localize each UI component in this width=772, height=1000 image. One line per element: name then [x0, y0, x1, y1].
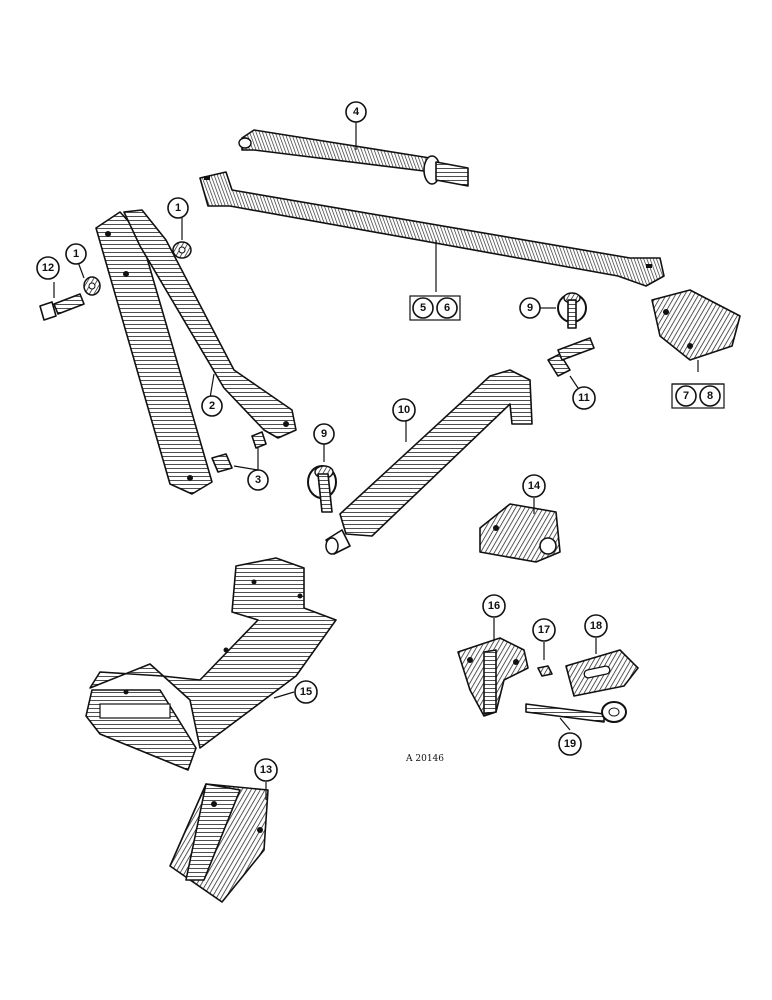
- callout-8: 8: [699, 385, 721, 407]
- callout-11-label: 11: [578, 392, 590, 404]
- callout-5: 5: [412, 297, 434, 319]
- washer-part-1-lower: [83, 276, 101, 296]
- callout-9-lower-label: 9: [321, 428, 327, 440]
- callout-12: 12: [36, 256, 60, 280]
- callout-5-label: 5: [420, 302, 426, 314]
- callout-2-label: 2: [209, 400, 215, 412]
- callout-16: 16: [482, 594, 506, 618]
- callout-4-label: 4: [353, 106, 360, 118]
- callout-8-label: 8: [707, 390, 713, 402]
- angle-bracket-part-13: [169, 783, 269, 903]
- upper-link-rod-part-4: [238, 129, 469, 187]
- callout-6-label: 6: [444, 302, 450, 314]
- callout-18-label: 18: [590, 620, 602, 632]
- callout-1-upper-label: 1: [175, 202, 181, 214]
- callout-14-label: 14: [528, 480, 541, 492]
- callout-9-upper: 9: [519, 297, 541, 319]
- stud-part-11: [547, 337, 595, 377]
- callout-13-label: 13: [260, 764, 272, 776]
- lynch-pin-part-9-lower: [307, 465, 337, 513]
- callout-11: 11: [572, 386, 596, 410]
- callout-10: 10: [392, 398, 416, 422]
- callout-14: 14: [522, 474, 546, 498]
- callout-15: 15: [294, 680, 318, 704]
- callout-19: 19: [558, 732, 582, 756]
- callout-16-label: 16: [488, 600, 500, 612]
- callout-19-label: 19: [564, 738, 576, 750]
- callout-13: 13: [254, 758, 278, 782]
- bracket-block-part-14: [479, 503, 561, 563]
- callout-18: 18: [584, 614, 608, 638]
- lower-link-bar-part-5-6: [199, 171, 665, 287]
- callout-7: 7: [675, 385, 697, 407]
- callout-3: 3: [247, 469, 269, 491]
- figure-reference: A 20146: [405, 754, 444, 764]
- callout-9-upper-label: 9: [527, 302, 533, 314]
- lynch-pin-part-9-upper: [557, 292, 587, 329]
- bolt-part-12: [39, 293, 85, 321]
- callout-bracket-5-6: [409, 295, 461, 321]
- eye-bolt-part-19: [525, 701, 627, 723]
- nut-part-3: [211, 431, 267, 473]
- u-frame-part-15: [85, 557, 337, 771]
- leader-lines: [53, 122, 699, 800]
- callout-10-label: 10: [398, 404, 410, 416]
- callout-1-lower-label: 1: [73, 248, 79, 260]
- callout-9-lower: 9: [313, 423, 335, 445]
- washer-part-1-upper: [172, 241, 192, 259]
- plate-bracket-part-16: [457, 637, 529, 717]
- drawbar-part-10: [325, 369, 533, 555]
- callout-12-label: 12: [42, 262, 54, 274]
- callout-bracket-7-8: [671, 383, 725, 409]
- callout-2: 2: [201, 395, 223, 417]
- callout-15-label: 15: [300, 686, 312, 698]
- callout-1-lower: 1: [65, 243, 87, 265]
- callout-17: 17: [532, 618, 556, 642]
- a-frame-braces-part-2: [95, 209, 297, 495]
- slotted-plate-part-18: [565, 649, 639, 697]
- callout-7-label: 7: [683, 390, 689, 402]
- nut-part-17: [537, 665, 553, 677]
- callout-3-label: 3: [255, 474, 261, 486]
- bracket-part-7-8: [651, 289, 741, 361]
- callout-1-upper: 1: [167, 197, 189, 219]
- callout-17-label: 17: [538, 624, 550, 636]
- callout-6: 6: [436, 297, 458, 319]
- callout-4: 4: [345, 101, 367, 123]
